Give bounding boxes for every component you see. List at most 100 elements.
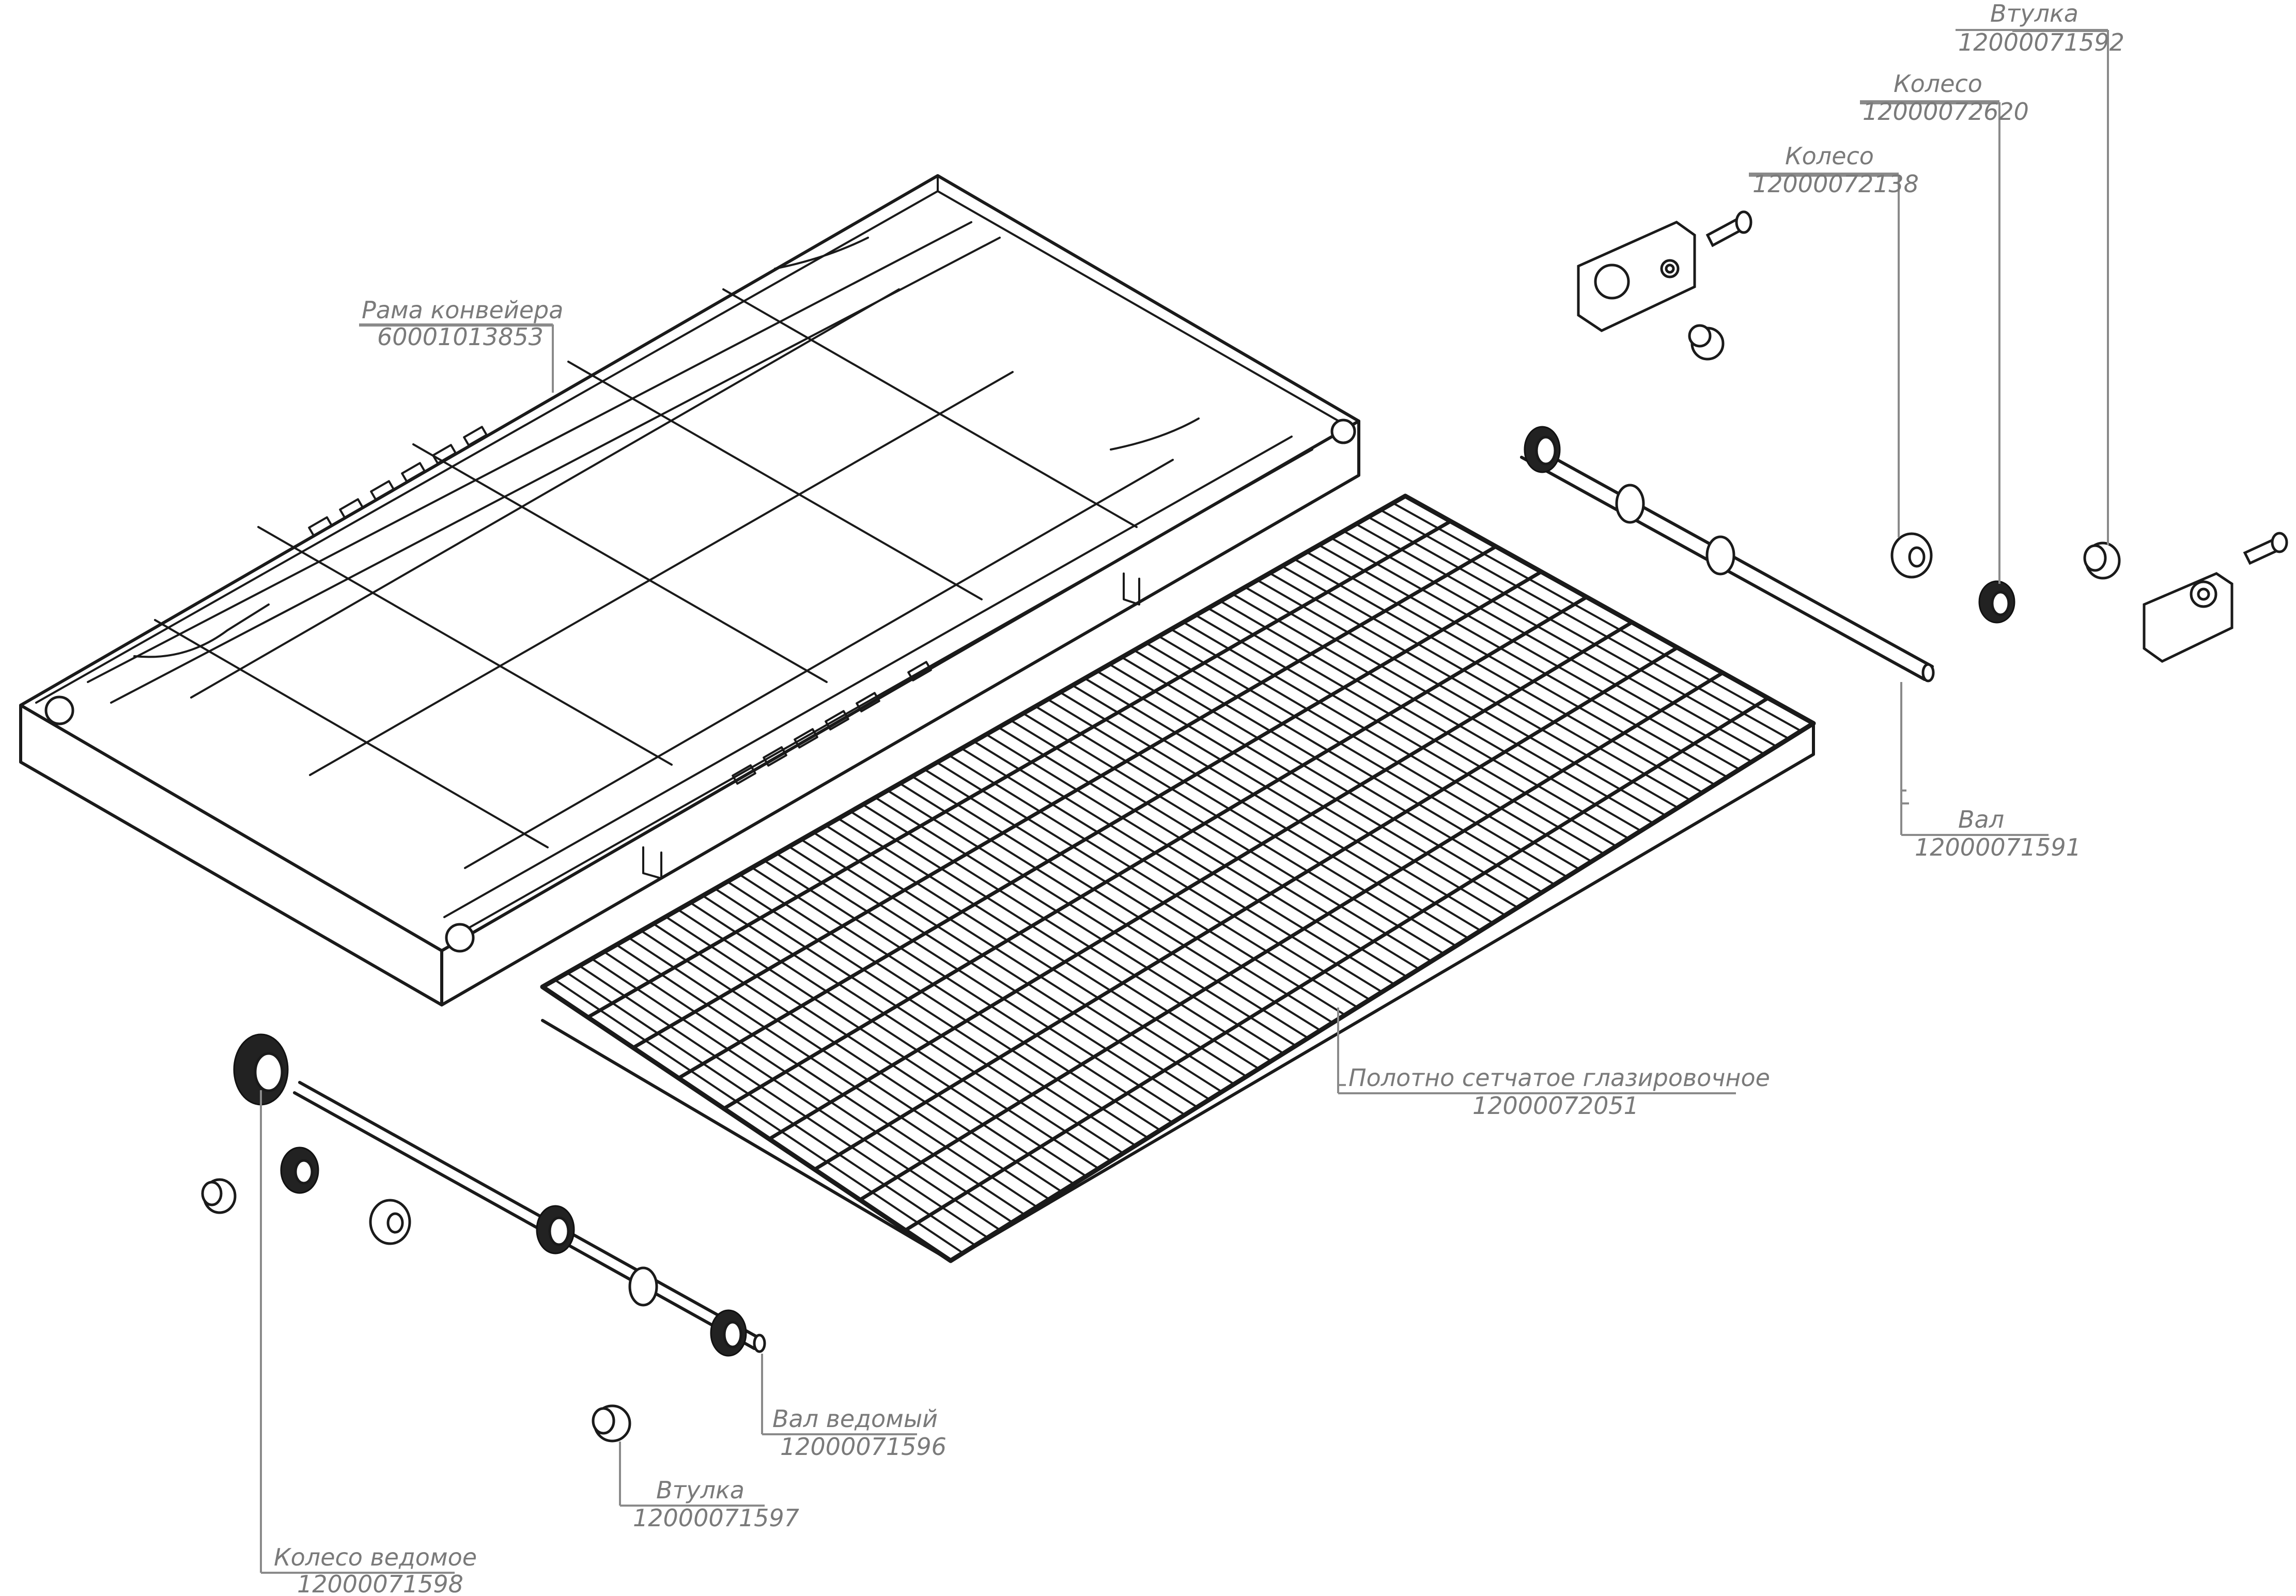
- mesh-wire: [1318, 544, 1728, 778]
- mesh-wire: [566, 971, 976, 1247]
- conveyor-frame-part: [19, 174, 1360, 1006]
- callout-code: 12000072051: [1472, 1092, 1639, 1120]
- callout-code: 60001013853: [377, 323, 544, 351]
- callout-driven-wheel: Колесо ведомое 12000071598: [260, 1090, 477, 1596]
- mesh-wire: [1367, 516, 1778, 748]
- mesh-wire: [677, 908, 1088, 1177]
- callout-code: 12000072138: [1752, 170, 1919, 198]
- mesh-rod: [813, 645, 1680, 1171]
- mesh-wire: [603, 951, 1014, 1223]
- callout-shaft: Вал 12000071591: [1900, 687, 2081, 861]
- callout-name: Колесо: [1894, 70, 1982, 98]
- mesh-wire: [615, 943, 1026, 1216]
- callout-name: Колесо ведомое: [274, 1543, 477, 1571]
- callout-code: 12000072620: [1863, 98, 2029, 126]
- mesh-wire: [1293, 558, 1704, 794]
- mesh-rod: [676, 570, 1543, 1080]
- mesh-wire: [689, 902, 1100, 1170]
- mesh-rod: [631, 545, 1498, 1050]
- mesh-wire: [1108, 663, 1519, 909]
- bushing-bottom-part: [592, 1404, 631, 1443]
- wheel-top-1-part: [1978, 580, 2015, 624]
- mesh-wire: [1330, 537, 1741, 771]
- callout-conveyor-frame: Рама конвейера 60001013853: [359, 296, 563, 351]
- callout-code: 12000071591: [1915, 833, 2081, 861]
- mesh-wire: [664, 916, 1075, 1185]
- mesh-wire: [960, 747, 1371, 1001]
- mesh-wire: [1342, 530, 1753, 763]
- mesh-belt-part: [540, 493, 1816, 1263]
- mesh-wire: [1170, 628, 1580, 871]
- mesh-wire: [985, 733, 1395, 986]
- mesh-wire: [812, 831, 1223, 1093]
- small-wheel-left: [280, 1146, 319, 1194]
- mesh-wire: [1182, 621, 1593, 863]
- mesh-wire: [591, 957, 1001, 1231]
- mesh-wire: [1133, 649, 1544, 893]
- shaft-part: [1520, 426, 1935, 683]
- mesh-wire: [1145, 642, 1556, 886]
- mesh-wire: [1219, 600, 1630, 840]
- mesh-wire: [936, 761, 1346, 1016]
- bearing-plate-right: [2143, 572, 2233, 663]
- mesh-wire: [628, 937, 1038, 1208]
- mesh-wire: [640, 929, 1050, 1201]
- mesh-wire: [652, 922, 1063, 1193]
- callout-name: Вал ведомый: [772, 1405, 938, 1433]
- mesh-rod: [858, 671, 1725, 1202]
- mesh-wire: [973, 740, 1383, 993]
- mesh-wire: [714, 888, 1124, 1154]
- mesh-wire: [1121, 656, 1531, 901]
- mesh-wire: [702, 894, 1112, 1162]
- driven-shaft-part: [293, 1081, 766, 1357]
- callout-wheel-top-2: Колесо 12000072138: [1749, 142, 1919, 198]
- leader-lines: [260, 30, 2109, 1568]
- wheel-top-2-part: [1890, 532, 1933, 579]
- mesh-wire: [1281, 565, 1692, 801]
- mesh-wire: [887, 789, 1297, 1047]
- mesh-wire: [1083, 677, 1494, 924]
- mesh-rod: [586, 519, 1453, 1019]
- mesh-wire: [788, 845, 1199, 1108]
- mesh-wire: [997, 726, 1408, 978]
- mesh-wire: [1256, 579, 1667, 817]
- callout-name: Колесо: [1785, 142, 1874, 170]
- mesh-rod: [722, 595, 1589, 1111]
- callout-wheel-top-1: Колесо 12000072620: [1860, 70, 2029, 126]
- mesh-wire: [849, 810, 1260, 1070]
- callout-code: 12000071597: [633, 1504, 799, 1532]
- mesh-wire: [1194, 614, 1605, 855]
- mesh-wire: [800, 839, 1211, 1101]
- bushing-left: [201, 1178, 237, 1214]
- mesh-wire: [1010, 719, 1420, 970]
- mesh-wire: [1157, 635, 1568, 878]
- callout-code: 12000071596: [780, 1433, 947, 1461]
- callout-name: Полотно сетчатое глазировочное: [1348, 1064, 1770, 1092]
- mesh-wire: [578, 965, 989, 1239]
- mesh-wire: [751, 866, 1161, 1132]
- mesh-wire: [948, 754, 1359, 1009]
- mesh-wire: [1268, 572, 1679, 809]
- callout-mesh-belt: Полотно сетчатое глазировочное 120000720…: [1337, 1008, 1770, 1120]
- mesh-wire: [738, 873, 1149, 1139]
- mesh-wire: [553, 979, 964, 1254]
- mesh-wire: [775, 853, 1186, 1116]
- mesh-wire: [874, 796, 1285, 1055]
- mesh-wire: [1306, 551, 1716, 786]
- mesh-wire: [1232, 593, 1642, 832]
- mesh-wire: [1207, 607, 1618, 847]
- bolt-right: [2243, 532, 2288, 565]
- mesh-rod: [767, 620, 1634, 1141]
- bolt-top: [1705, 210, 1752, 247]
- callout-code: 12000071598: [297, 1570, 463, 1596]
- driven-wheel-part: [233, 1033, 289, 1106]
- callout-name: Втулка: [1990, 0, 2078, 27]
- callout-bushing-bottom: Втулка 12000071597: [619, 1442, 799, 1532]
- mesh-wire: [1392, 502, 1803, 732]
- mesh-wire: [1059, 691, 1469, 939]
- mesh-wire: [1355, 523, 1765, 755]
- mesh-rod: [903, 696, 1770, 1232]
- mesh-wire: [1379, 509, 1790, 740]
- callout-name: Рама конвейера: [362, 296, 563, 324]
- mesh-wire: [923, 768, 1334, 1024]
